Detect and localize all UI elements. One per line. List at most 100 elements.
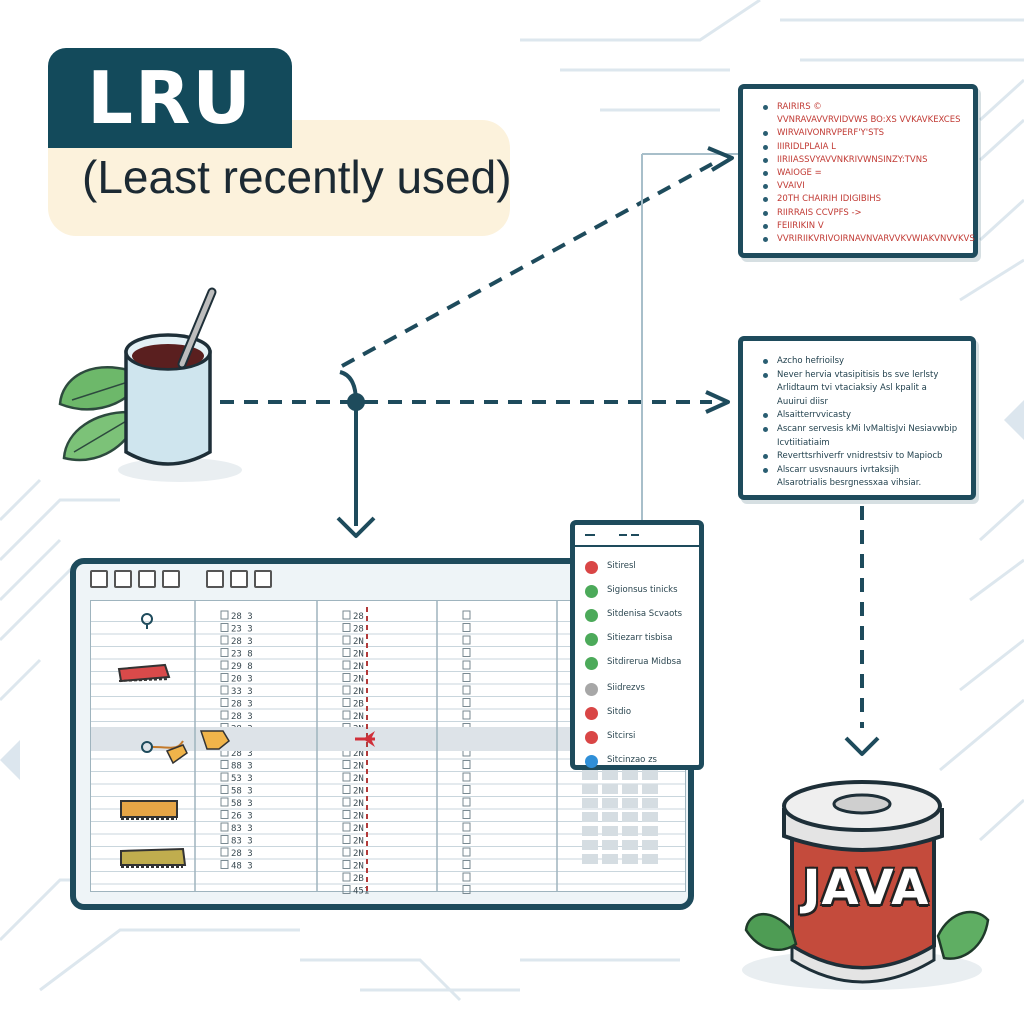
row-checkbox[interactable] — [342, 685, 351, 695]
toolbar-button[interactable] — [206, 570, 224, 588]
status-dot — [585, 585, 598, 598]
table-cell: 88 3 — [231, 762, 253, 772]
row-checkbox[interactable] — [462, 885, 471, 894]
row-checkbox[interactable] — [220, 822, 229, 832]
row-checkbox[interactable] — [342, 822, 351, 832]
row-checkbox[interactable] — [342, 797, 351, 807]
toolbar-button[interactable] — [114, 570, 132, 588]
row-checkbox[interactable] — [220, 847, 229, 857]
row-checkbox[interactable] — [220, 673, 229, 682]
row-checkbox[interactable] — [342, 623, 351, 632]
table-cell: 2N — [353, 774, 364, 784]
java-label: JAVA — [802, 860, 930, 916]
row-checkbox[interactable] — [462, 835, 471, 844]
table-cell: 28 3 — [231, 849, 253, 859]
thumbnail-icon — [120, 800, 178, 820]
note-item: VVAIVI — [763, 180, 963, 193]
table-cell: 2N — [353, 662, 364, 672]
row-checkbox[interactable] — [342, 710, 351, 720]
side-list-item[interactable]: Sitdio — [585, 705, 695, 723]
side-list-item[interactable]: Sitiezarr tisbisa — [585, 631, 695, 649]
row-checkbox[interactable] — [342, 785, 351, 794]
row-checkbox[interactable] — [462, 860, 471, 869]
side-list-item[interactable]: Sigionsus tinicks — [585, 583, 695, 601]
row-checkbox[interactable] — [462, 872, 471, 882]
row-checkbox[interactable] — [220, 635, 229, 645]
row-checkbox[interactable] — [220, 710, 229, 720]
toolbar-button[interactable] — [230, 570, 248, 588]
row-checkbox[interactable] — [220, 835, 229, 844]
side-list-item[interactable]: Sitcinzao zs — [585, 753, 695, 771]
row-checkbox[interactable] — [220, 660, 229, 670]
row-checkbox[interactable] — [342, 835, 351, 844]
row-checkbox[interactable] — [342, 648, 351, 657]
note-item: Alsarotrialis besrgnessxaa vihsiar. — [777, 478, 922, 489]
row-checkbox[interactable] — [462, 648, 471, 657]
row-checkbox[interactable] — [462, 660, 471, 670]
table-cell: 2N — [353, 712, 364, 722]
side-list-item[interactable]: Sitdenisa Scvaots — [585, 607, 695, 625]
table-cell: 28 — [353, 625, 364, 635]
row-checkbox[interactable] — [342, 660, 351, 670]
row-checkbox[interactable] — [462, 772, 471, 782]
table-cell: 29 8 — [231, 662, 253, 672]
side-list-item[interactable]: Sitiresl — [585, 559, 695, 577]
row-checkbox[interactable] — [342, 847, 351, 857]
toolbar-button[interactable] — [254, 570, 272, 588]
table-cell: 28 3 — [231, 637, 253, 647]
thumbnail-icon — [117, 663, 171, 683]
row-checkbox[interactable] — [342, 872, 351, 882]
table-cell: 2N — [353, 687, 364, 697]
row-checkbox[interactable] — [462, 847, 471, 857]
row-checkbox[interactable] — [342, 760, 351, 769]
row-checkbox[interactable] — [342, 772, 351, 782]
row-checkbox[interactable] — [342, 698, 351, 707]
table-cell: 2N — [353, 837, 364, 847]
row-checkbox[interactable] — [462, 710, 471, 720]
row-checkbox[interactable] — [342, 885, 351, 894]
row-checkbox[interactable] — [462, 623, 471, 632]
row-checkbox[interactable] — [220, 797, 229, 807]
row-checkbox[interactable] — [462, 785, 471, 794]
row-checkbox[interactable] — [462, 760, 471, 769]
row-checkbox[interactable] — [342, 673, 351, 682]
note-item: Icvtiitiatiaim — [777, 437, 830, 448]
note-panel-top: RAIRIRS © VVNRAVAVVRVIDVWS BO:XS VVKAVKE… — [738, 84, 978, 258]
row-checkbox[interactable] — [462, 673, 471, 682]
row-checkbox[interactable] — [220, 772, 229, 782]
toolbar-button[interactable] — [90, 570, 108, 588]
row-checkbox[interactable] — [342, 635, 351, 645]
leaf-icon — [744, 910, 990, 960]
row-checkbox[interactable] — [462, 810, 471, 819]
row-checkbox[interactable] — [462, 797, 471, 807]
note-item: Alscarr usvsnauurs ivrtaksijh — [763, 464, 963, 478]
table-cell: 83 3 — [231, 837, 253, 847]
side-list-item[interactable]: Sitdirerua Midbsa — [585, 655, 695, 673]
table-cell: 2B — [353, 700, 364, 710]
row-checkbox[interactable] — [220, 623, 229, 632]
row-checkbox[interactable] — [342, 810, 351, 819]
row-checkbox[interactable] — [220, 610, 229, 620]
row-checkbox[interactable] — [462, 685, 471, 695]
row-checkbox[interactable] — [462, 698, 471, 707]
row-checkbox[interactable] — [462, 822, 471, 832]
table-cell: 2N — [353, 762, 364, 772]
side-list-item[interactable]: Siidrezvs — [585, 681, 695, 699]
row-checkbox[interactable] — [342, 610, 351, 620]
row-checkbox[interactable] — [220, 698, 229, 707]
toolbar-button[interactable] — [138, 570, 156, 588]
row-checkbox[interactable] — [220, 810, 229, 819]
row-checkbox[interactable] — [220, 860, 229, 869]
row-checkbox[interactable] — [220, 685, 229, 695]
row-checkbox[interactable] — [220, 760, 229, 769]
side-list-item[interactable]: Sitcirsi — [585, 729, 695, 747]
row-checkbox[interactable] — [220, 785, 229, 794]
row-checkbox[interactable] — [220, 648, 229, 657]
toolbar-button[interactable] — [162, 570, 180, 588]
side-panel-topbar — [575, 525, 699, 547]
row-checkbox[interactable] — [342, 860, 351, 869]
table-cell: 2N — [353, 862, 364, 872]
row-checkbox[interactable] — [462, 635, 471, 645]
row-checkbox[interactable] — [462, 610, 471, 620]
